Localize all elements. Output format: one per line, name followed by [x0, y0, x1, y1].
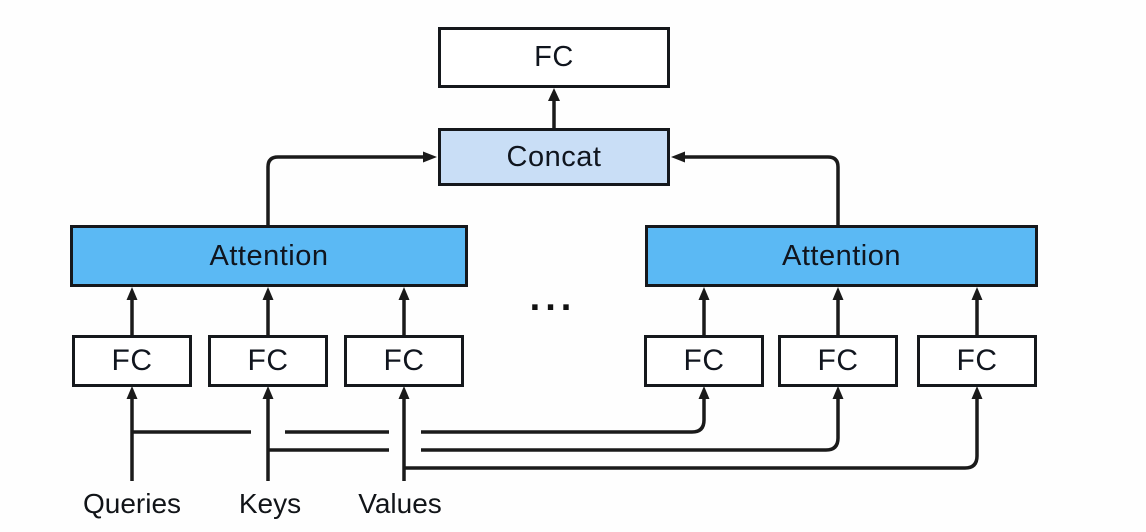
- attention-box-right: Attention: [645, 225, 1038, 287]
- fc-keys-box-right: FC: [778, 335, 898, 387]
- arrowhead-fc3: [398, 287, 410, 300]
- arrowhead-left-concat: [671, 151, 685, 163]
- arrowhead-right-concat: [423, 151, 437, 163]
- fc-keys-box-left: FC: [208, 335, 328, 387]
- arrowhead-values: [398, 386, 410, 399]
- fc-label: FC: [247, 344, 289, 377]
- fc-values-box-left: FC: [344, 335, 464, 387]
- fc-label: FC: [383, 344, 425, 377]
- heads-ellipsis: ...: [529, 277, 577, 319]
- values-label: Values: [358, 488, 442, 519]
- keys-label: Keys: [238, 488, 302, 519]
- concat-box: Concat: [438, 128, 670, 186]
- fc-values-box-right: FC: [917, 335, 1037, 387]
- arrowhead-fc5: [832, 287, 844, 300]
- queries-label: Queries: [82, 488, 182, 519]
- fc-output-label: FC: [534, 41, 574, 73]
- keys-rail: [268, 398, 840, 452]
- arrowhead-fc2: [262, 287, 274, 300]
- arrowhead-queries: [126, 386, 138, 399]
- arrowhead-fc1: [126, 287, 138, 300]
- arrowhead-up-fc-top: [548, 88, 560, 101]
- arrowhead-fc4: [698, 287, 710, 300]
- attention-left-label: Attention: [209, 239, 329, 272]
- attention-box-left: Attention: [70, 225, 468, 287]
- arrowhead-queries-right: [698, 386, 710, 399]
- arrow-attention-left-to-concat: [266, 155, 423, 226]
- arrowhead-values-right: [971, 386, 983, 399]
- concat-label: Concat: [506, 140, 602, 173]
- values-rail: [404, 398, 979, 470]
- fc-label: FC: [817, 344, 859, 377]
- fc-queries-box-left: FC: [72, 335, 192, 387]
- arrowhead-keys: [262, 386, 274, 399]
- arrow-attention-right-to-concat: [685, 155, 840, 226]
- fc-label: FC: [683, 344, 725, 377]
- fc-queries-box-right: FC: [644, 335, 764, 387]
- fc-label: FC: [956, 344, 998, 377]
- arrowhead-keys-right: [832, 386, 844, 399]
- arrowhead-fc6: [971, 287, 983, 300]
- fc-output-box: FC: [438, 27, 670, 88]
- queries-rail: [132, 398, 706, 434]
- fc-label: FC: [111, 344, 153, 377]
- attention-right-label: Attention: [782, 239, 901, 272]
